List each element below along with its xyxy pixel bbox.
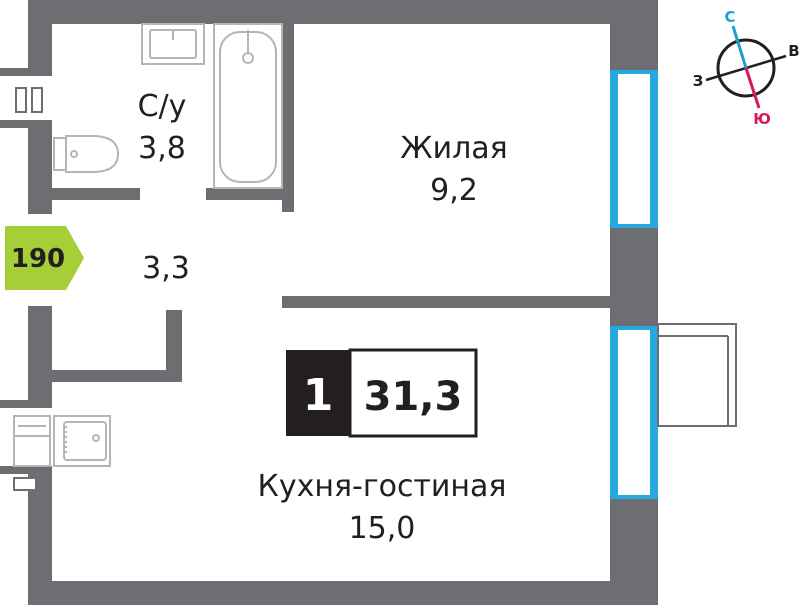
kitchen-name: Кухня-гостиная (258, 469, 507, 504)
living-name: Жилая (400, 131, 507, 166)
bathtub-icon (213, 23, 283, 189)
bathroom-name: С/у (138, 89, 187, 124)
kitchen-area: 15,0 (349, 511, 416, 546)
balcony (657, 323, 737, 427)
compass-east: В (788, 42, 799, 60)
meter-icon (13, 477, 37, 491)
compass-icon: С В З Ю (693, 8, 800, 128)
compass-west: З (693, 72, 704, 90)
stove-icon (13, 415, 51, 467)
apartment-summary: 1 31,3 (286, 348, 478, 438)
compass-south: Ю (753, 110, 771, 128)
ventilation-icon (15, 87, 43, 113)
walls (0, 0, 658, 605)
window-living (610, 70, 658, 228)
room-count: 1 (303, 370, 334, 421)
kitchen-sink-icon (53, 415, 111, 467)
living-area: 9,2 (430, 173, 478, 208)
sink-icon (141, 23, 205, 65)
compass-north: С (724, 8, 735, 26)
total-area: 31,3 (364, 374, 463, 420)
bathroom-area: 3,8 (138, 131, 186, 166)
hall-area: 3,3 (142, 251, 190, 286)
toilet-icon (53, 135, 120, 173)
apartment-number-badge: 190 (5, 226, 84, 290)
window-kitchen (610, 326, 658, 499)
apartment-number: 190 (11, 244, 65, 274)
